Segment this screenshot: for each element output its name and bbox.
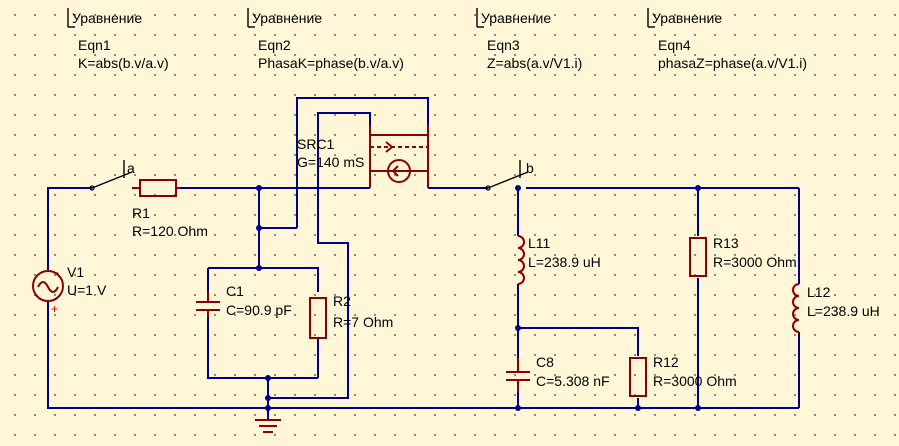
inductor-l11[interactable]: L11 L=238.9 uH bbox=[517, 235, 601, 285]
equation-header: Уравнение bbox=[252, 10, 322, 26]
equation-header: Уравнение bbox=[72, 10, 142, 26]
v1-value: U=1 V bbox=[67, 282, 107, 298]
r12-name: R12 bbox=[653, 354, 679, 370]
c8-name: C8 bbox=[536, 354, 554, 370]
resistor-r13[interactable]: R13 R=3000 Ohm bbox=[689, 235, 797, 277]
l12-name: L12 bbox=[807, 284, 831, 300]
equation-header: Уравнение bbox=[652, 10, 722, 26]
equation-name: Eqn4 bbox=[658, 37, 691, 53]
c1-name: C1 bbox=[226, 283, 244, 299]
r13-name: R13 bbox=[713, 235, 739, 251]
equation-expression: phasaZ=phase(a.v/V1.i) bbox=[658, 55, 807, 71]
l11-value: L=238.9 uH bbox=[528, 254, 601, 270]
src1-name: SRC1 bbox=[297, 136, 335, 152]
equation-eqn3[interactable]: Уравнение Eqn3 Z=abs(a.v/V1.i) bbox=[476, 8, 582, 71]
equation-expression: Z=abs(a.v/V1.i) bbox=[487, 55, 582, 71]
ground-symbol[interactable] bbox=[255, 419, 281, 433]
wires bbox=[47, 97, 800, 420]
v1-plus-sign: + bbox=[51, 302, 58, 316]
r1-name: R1 bbox=[132, 205, 150, 221]
equation-expression: K=abs(b.v/a.v) bbox=[78, 55, 169, 71]
r13-value: R=3000 Ohm bbox=[713, 254, 797, 270]
r1-value: R=120 Ohm bbox=[132, 223, 208, 239]
node-a-text: a bbox=[127, 160, 135, 176]
resistor-r1[interactable]: R1 R=120 Ohm bbox=[132, 179, 208, 239]
c8-value: C=5.308 nF bbox=[536, 373, 610, 389]
capacitor-c8[interactable]: C8 C=5.308 nF bbox=[506, 354, 610, 392]
l11-name: L11 bbox=[528, 235, 551, 251]
resistor-r12[interactable]: R12 R=3000 Ohm bbox=[629, 354, 737, 397]
voltage-source-v1[interactable]: - + V1 U=1 V bbox=[32, 264, 107, 316]
equation-eqn2[interactable]: Уравнение Eqn2 PhasaK=phase(b.v/a.v) bbox=[247, 8, 404, 71]
l12-value: L=238.9 uH bbox=[807, 303, 880, 319]
v1-name: V1 bbox=[67, 264, 84, 280]
equation-name: Eqn1 bbox=[78, 37, 111, 53]
equation-header: Уравнение bbox=[481, 10, 551, 26]
capacitor-c1[interactable]: C1 C=90.9 pF bbox=[196, 283, 292, 318]
resistor-r2[interactable]: R2 R=7 Ohm bbox=[309, 293, 393, 339]
equation-eqn4[interactable]: Уравнение Eqn4 phasaZ=phase(a.v/V1.i) bbox=[647, 8, 807, 71]
node-label-b[interactable]: b bbox=[485, 160, 534, 191]
equation-name: Eqn3 bbox=[487, 37, 520, 53]
src1-value: G=140 mS bbox=[297, 154, 364, 170]
r2-name: R2 bbox=[333, 293, 351, 309]
inductor-l12[interactable]: L12 L=238.9 uH bbox=[792, 283, 880, 333]
node-label-a[interactable]: a bbox=[89, 160, 135, 191]
controlled-source-src1[interactable]: SRC1 G=140 mS bbox=[297, 125, 429, 188]
r2-value: R=7 Ohm bbox=[333, 314, 393, 330]
r12-value: R=3000 Ohm bbox=[653, 373, 737, 389]
equation-eqn1[interactable]: Уравнение Eqn1 K=abs(b.v/a.v) bbox=[67, 8, 169, 71]
c1-value: C=90.9 pF bbox=[226, 302, 292, 318]
equation-name: Eqn2 bbox=[258, 37, 291, 53]
v1-minus-sign: - bbox=[55, 265, 59, 279]
node-b-text: b bbox=[526, 160, 534, 176]
equation-expression: PhasaK=phase(b.v/a.v) bbox=[258, 55, 404, 71]
